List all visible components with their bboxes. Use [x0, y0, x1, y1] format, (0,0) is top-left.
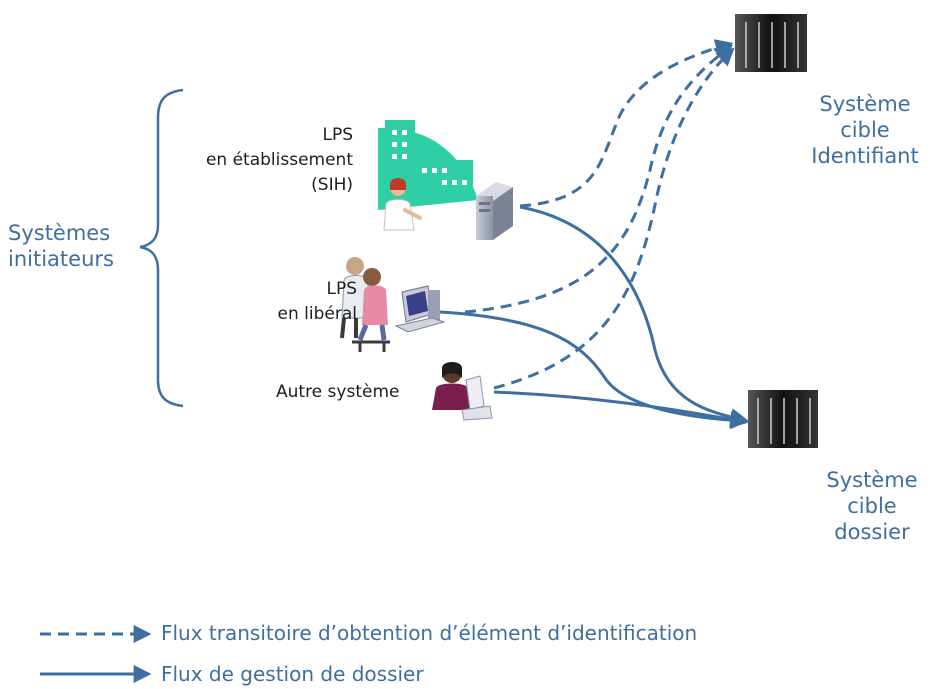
computer-monitor-icon	[394, 285, 446, 333]
doctor-patient-icon	[340, 257, 390, 352]
group-brace	[139, 88, 184, 408]
solid-flow-arrow	[493, 390, 749, 429]
source-etab-line1: LPS	[322, 125, 353, 145]
target-identifiant-line1: Système	[819, 92, 911, 116]
target-dossier-line3: dossier	[834, 520, 910, 544]
office-worker-icon	[432, 362, 493, 421]
group-label-line1: Systèmes	[8, 221, 111, 245]
source-etab-line2: en établissement	[205, 150, 353, 170]
source-autre-line1: Autre système	[276, 382, 400, 402]
dashed-flow-arrow	[519, 39, 734, 208]
target-dossier-line2: cible	[847, 494, 897, 518]
target-label-dossier: Système cible dossier	[810, 467, 934, 545]
target-identifiant-line2: cible	[840, 118, 890, 142]
solid-flow-arrow	[439, 310, 749, 430]
nurse-person-icon	[383, 178, 422, 231]
pc-tower-icon	[476, 182, 513, 240]
dashed-flow-arrow	[464, 44, 733, 314]
source-label-etablissement: LPS en établissement (SIH)	[206, 123, 353, 198]
legend-dashed-label: Flux transitoire d’obtention d’élément d…	[161, 621, 698, 645]
server-rack-icon	[748, 390, 818, 448]
source-label-autre: Autre système	[276, 380, 399, 405]
group-label-line2: initiateurs	[8, 247, 114, 271]
hospital-building-icon	[378, 120, 478, 210]
legend-solid-label: Flux de gestion de dossier	[161, 662, 424, 686]
target-identifiant-line3: Identifiant	[811, 144, 919, 168]
server-rack-icon	[735, 14, 807, 72]
group-label: Systèmes initiateurs	[8, 220, 114, 272]
dashed-flow-arrow	[493, 47, 735, 390]
target-label-identifiant: Système cible Identifiant	[800, 91, 930, 169]
source-liberal-line1: LPS	[326, 279, 357, 299]
target-dossier-line1: Système	[826, 468, 918, 492]
source-liberal-line2: en libéral	[277, 304, 357, 324]
source-label-liberal: LPS en libéral	[278, 277, 357, 327]
solid-flow-arrow	[519, 205, 749, 426]
source-etab-line3: (SIH)	[311, 175, 353, 195]
